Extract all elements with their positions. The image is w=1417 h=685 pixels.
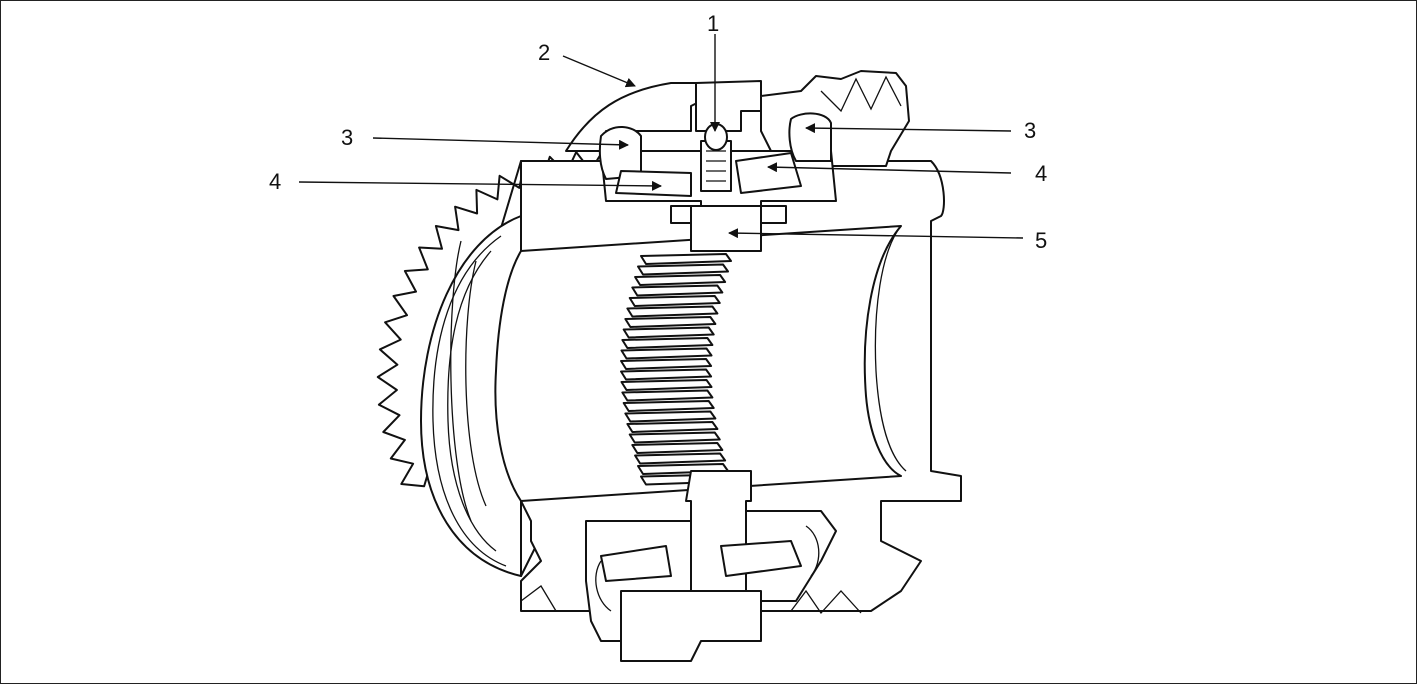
callout-3-right: 3 — [1024, 118, 1036, 143]
spline-tooth — [620, 358, 713, 370]
spline-tooth — [628, 295, 721, 307]
spline-tooth — [620, 368, 713, 381]
synchronizer-top — [565, 70, 910, 252]
callout-2: 2 — [538, 40, 550, 65]
callout-1: 1 — [707, 11, 719, 36]
spline-tooth — [626, 305, 719, 318]
spline-tooth — [634, 274, 727, 286]
callout-3-left: 3 — [341, 125, 353, 150]
callouts: 1 2 3 3 4 4 5 — [269, 11, 1047, 253]
spline-tooth — [620, 347, 713, 360]
spline-tooth — [622, 400, 715, 412]
spline-tooth — [640, 253, 732, 265]
spline-tooth — [637, 263, 730, 276]
synchronizer-bottom — [520, 470, 862, 662]
spline-tooth — [622, 326, 715, 339]
callout-4-right: 4 — [1035, 161, 1047, 186]
spline-tooth — [628, 431, 721, 444]
spline-tooth — [626, 421, 719, 433]
hub-body — [450, 160, 962, 612]
spline-tooth — [620, 379, 713, 391]
spline-tooth — [631, 442, 724, 454]
spline-tooth — [631, 284, 724, 297]
callout-4-left: 4 — [269, 169, 281, 194]
internal-splines — [620, 253, 732, 486]
spline-tooth — [634, 452, 727, 465]
spline-tooth — [624, 316, 717, 328]
callout-5: 5 — [1035, 228, 1047, 253]
spline-tooth — [624, 410, 717, 423]
spline-tooth — [621, 389, 714, 402]
spline-tooth — [621, 337, 714, 349]
